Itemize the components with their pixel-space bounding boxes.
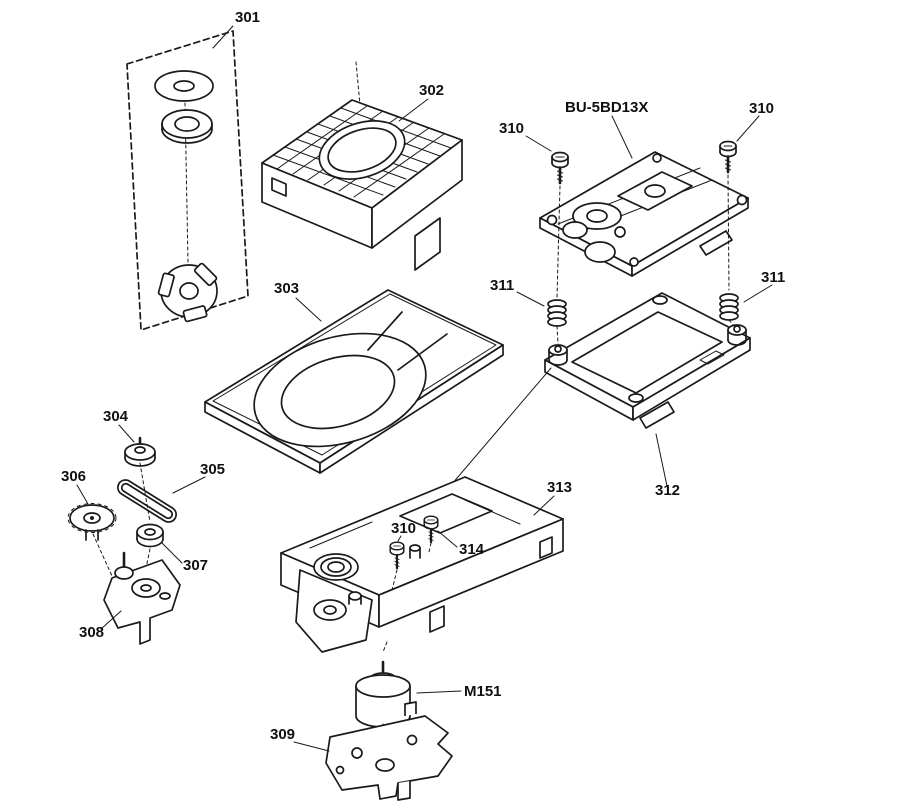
part-303-disc-tray [204,289,504,474]
leader-301 [212,25,234,49]
part-m151-motor [355,641,411,743]
cover-right-skirt [371,139,463,249]
part-label-307: 307 [183,557,208,574]
bracket-tab-bottom [397,781,411,801]
tray-right-edge [319,344,504,474]
part-label-309: 309 [270,726,295,743]
leader-310-mid [397,535,402,542]
cover-mount-tab [414,217,441,271]
chassis-tab-2 [429,605,445,633]
leader-303 [295,297,322,322]
leader-309 [293,741,330,752]
leader-311-right [743,284,773,303]
chassis-tab-3 [539,536,553,559]
part-313-main-chassis [280,476,564,653]
leader-302 [398,98,429,122]
part-label-303: 303 [274,280,299,297]
part-label-310-top-right: 310 [749,100,774,117]
bracket-tab-top [404,701,417,716]
part-label-313: 313 [547,479,572,496]
leader-lines [76,25,773,752]
frame-post-left [548,344,568,366]
motor-top [355,674,411,698]
part-305-belt [117,479,177,523]
chassis-post [409,544,421,559]
leader-304 [118,424,135,443]
leader-pickup [611,115,633,159]
screw-310-top-left [550,151,570,299]
part-306-gear-pulley [67,503,117,577]
part-label-312: 312 [655,482,680,499]
spring-311-right [719,293,739,328]
part-301-spindle-clamp-assembly [126,30,249,331]
leader-305 [172,476,206,494]
part-label-314: 314 [459,541,485,558]
leader-310-top-right [736,115,760,142]
pickup-connector-tab [699,230,733,256]
part-308-gear-bracket [103,551,181,645]
part-label-motor-model: M151 [464,683,502,700]
washer2-hole [174,116,200,132]
pickup-lens [644,184,666,198]
part-labels: 301 302 BU-5BD13X 310 310 311 311 303 30… [61,9,785,743]
screw-314 [423,515,439,553]
part-301-dashed-box [126,30,249,331]
part-label-306: 306 [61,468,86,485]
frame-post-back [652,295,668,305]
part-pickup-unit-bu5bd13x [539,151,749,277]
part-304-pulley [124,436,156,523]
washer-hole [173,80,195,92]
part-label-305: 305 [200,461,225,478]
bracket-plate [325,715,453,800]
part-label-311-right: 311 [761,269,785,286]
frame-bottom-tab [639,401,675,429]
bracket-308-body [103,559,181,645]
frame-post-front [628,393,644,403]
pickup-motor [584,241,616,263]
part-label-pickup-model: BU-5BD13X [565,99,648,116]
part-label-301: 301 [235,9,260,26]
leader-311-left [516,291,545,307]
cover-side-slot [271,177,287,197]
clamp-disc [157,262,218,323]
leader-312 [655,433,668,487]
part-302-top-cover [261,61,463,271]
tray-disc-recess-inner [280,354,396,430]
leader-314 [437,530,458,548]
leader-306 [76,484,89,505]
part-label-304: 304 [103,408,129,425]
leader-307 [161,542,183,564]
spring-311-left [547,299,567,345]
frame-post-right [727,324,747,346]
screw-310-top-right [718,140,738,291]
part-309-motor-bracket [325,701,453,801]
part-307-pulley [136,523,164,569]
gear-teeth [67,503,117,533]
part-label-302: 302 [419,82,444,99]
part-label-310-mid: 310 [391,520,416,537]
leader-308 [100,610,122,630]
part-312-sub-chassis-frame [544,292,751,429]
leader-m151 [416,690,462,694]
leader-313 [533,495,555,516]
pickup-gear [562,221,588,239]
leader-310-top-left [525,135,552,152]
chassis-sub-bracket [295,569,373,653]
part-label-310-top-left: 310 [499,120,524,137]
frame-opening [571,311,723,394]
screw-310-mid [389,541,405,591]
part-label-308: 308 [79,624,104,641]
part-label-311-left: 311 [490,277,514,294]
